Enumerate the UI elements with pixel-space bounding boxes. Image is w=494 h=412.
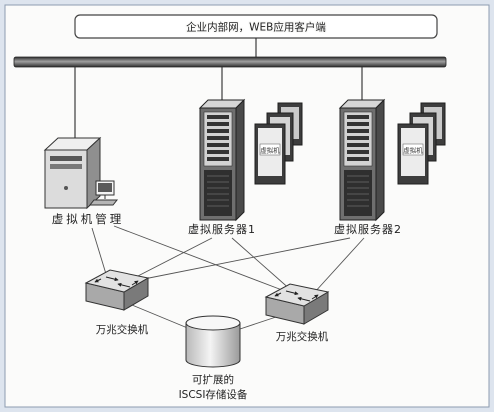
link-switch-left-to-server-1 <box>135 237 213 278</box>
server-tower-icon <box>338 98 386 222</box>
server-lower-panel <box>204 170 232 216</box>
network-bus-bar <box>13 56 447 68</box>
drive-bays <box>347 115 369 161</box>
intranet-web-client-node: 企业内部网，WEB应用客户端 <box>74 14 438 39</box>
switch-arrow <box>274 292 282 297</box>
monitor-icon <box>88 180 119 206</box>
storage-cylinder-icon <box>185 315 241 368</box>
server-lower-panel <box>344 170 372 216</box>
switch-arrow <box>297 296 311 302</box>
link-switch-right-to-server-1 <box>231 237 293 292</box>
vm-stack-1: 虚拟机 <box>254 102 303 185</box>
virtual-server-2-label: 虚拟服务器2 <box>334 222 402 236</box>
switch-right-label: 万兆交换机 <box>276 330 329 343</box>
workstation-tower-icon <box>43 136 102 210</box>
iscsi-storage-node: 可扩展的 ISCSI存储设备 <box>177 315 249 403</box>
vm-label: 虚拟机 <box>260 146 280 155</box>
power-button <box>64 186 68 190</box>
link-manager-to-switch-right <box>113 225 283 291</box>
intranet-label: 企业内部网，WEB应用客户端 <box>186 21 326 34</box>
link-switch-right-to-storage <box>236 316 277 331</box>
virtual-server-1-node: 虚拟机 虚拟服务器1 <box>187 98 303 238</box>
drive-slot <box>50 164 82 169</box>
server-tower-icon <box>198 98 246 222</box>
vm-label-plate <box>259 143 281 156</box>
server-vents <box>347 175 369 207</box>
drive-bays <box>207 115 229 161</box>
server-vents <box>207 175 229 207</box>
switch-arrow <box>117 282 131 288</box>
vm-manager-node: 虚拟机管理 <box>43 136 125 228</box>
storage-label-line-1: 可扩展的 <box>192 373 234 386</box>
link-manager-to-switch-left <box>91 227 107 275</box>
virtual-server-1-label: 虚拟服务器1 <box>188 222 256 236</box>
keyboard <box>88 199 119 206</box>
switch-arrow <box>285 290 299 296</box>
switch-icon <box>264 283 330 325</box>
switch-left-node: 万兆交换机 <box>84 269 150 338</box>
switch-arrow <box>105 276 119 282</box>
server-side-face <box>235 98 245 222</box>
vm-stack-2: 虚拟机 <box>397 102 446 185</box>
switch-icon <box>84 269 150 311</box>
vm-icon: 虚拟机 <box>254 123 286 185</box>
drive-slot <box>50 156 82 161</box>
switch-arrow <box>311 294 319 300</box>
vm-label-plate <box>402 143 424 156</box>
switch-arrow <box>131 280 139 286</box>
switch-right-node: 万兆交换机 <box>264 283 330 345</box>
vm-manager-label: 虚拟机管理 <box>52 212 125 226</box>
link-switch-left-to-server-2 <box>143 237 351 280</box>
monitor-screen <box>98 183 112 192</box>
server-side-face <box>375 98 385 222</box>
vm-label: 虚拟机 <box>403 146 423 155</box>
switch-left-label: 万兆交换机 <box>96 323 149 336</box>
vm-icon: 虚拟机 <box>397 123 429 185</box>
tower-side-face <box>86 136 101 210</box>
cylinder-top <box>185 315 241 331</box>
switch-arrow <box>94 278 102 283</box>
virtual-server-2-node: 虚拟机 虚拟服务器2 <box>333 98 446 238</box>
link-switch-left-to-storage <box>131 304 191 330</box>
link-switch-right-to-server-2 <box>313 237 365 294</box>
storage-label-line-2: ISCSI存储设备 <box>179 388 248 401</box>
cylinder-body <box>185 322 241 368</box>
